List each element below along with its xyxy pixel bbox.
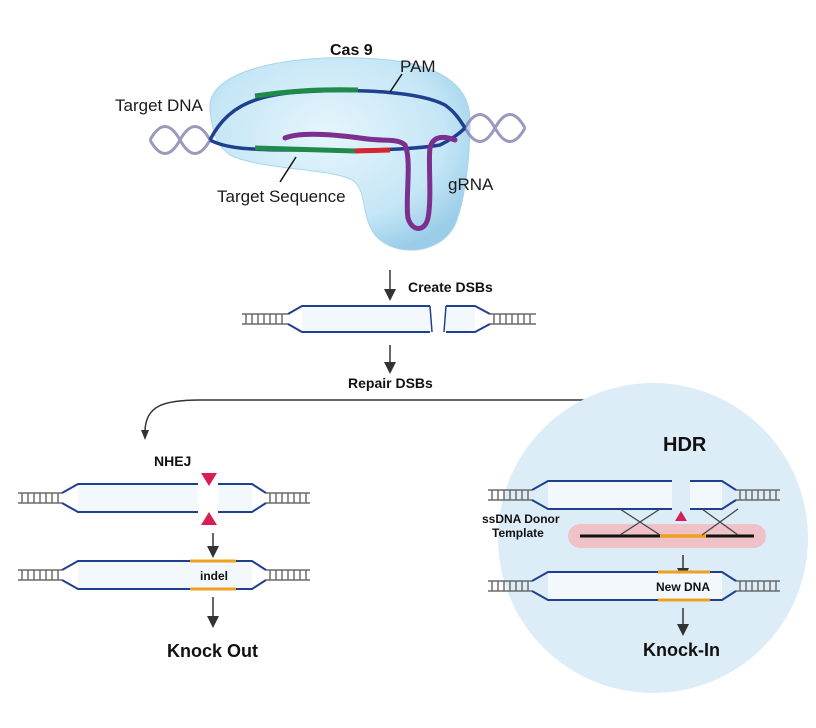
dna-helix-left <box>148 125 212 155</box>
hdr-cut-marker <box>675 511 687 521</box>
target-sequence-segment <box>254 145 356 154</box>
nhej-dna-indel: indel <box>18 559 310 591</box>
target-sequence-leader-line <box>279 156 297 183</box>
dna-helix-right <box>463 113 527 143</box>
nhej-label: NHEJ <box>154 453 191 469</box>
create-dsbs-label: Create DSBs <box>408 279 493 295</box>
grna-label: gRNA <box>448 175 494 194</box>
hdr-pathway: HDR <box>482 434 780 660</box>
pam-label: PAM <box>400 57 436 76</box>
cas9-label: Cas 9 <box>330 42 373 59</box>
grna-strand <box>282 131 458 231</box>
knock-out-label: Knock Out <box>167 641 258 661</box>
hdr-label: HDR <box>663 434 707 456</box>
target-dna-label: Target DNA <box>115 96 204 115</box>
hdr-dna-repaired: New DNA <box>488 570 780 602</box>
repair-dsbs-label: Repair DSBs <box>348 375 433 391</box>
target-sequence-label: Target Sequence <box>217 187 346 206</box>
cut-marker-top <box>201 473 217 486</box>
cut-marker-bottom <box>201 512 217 525</box>
indel-label: indel <box>200 569 228 583</box>
ssdna-donor-label-line1: ssDNA Donor <box>482 512 560 526</box>
pam-segment <box>354 147 391 154</box>
dna-top-strand <box>208 88 467 141</box>
nhej-dna-broken <box>18 473 310 525</box>
pam-leader-line <box>389 73 403 93</box>
dsb-dna-right-ladder <box>490 313 536 325</box>
new-dna-label: New DNA <box>656 580 710 594</box>
nhej-pathway: NHEJ <box>18 453 310 661</box>
crossover-lines <box>619 508 739 536</box>
dsb-dna <box>242 305 536 333</box>
knock-in-label: Knock-In <box>643 640 720 660</box>
dsb-dna-left-ladder <box>242 313 288 325</box>
cas9-complex: Cas 9 PAM Target DNA Target Sequence gRN… <box>115 42 527 251</box>
ssdna-donor-label-line2: Template <box>492 526 544 540</box>
target-top-segment <box>254 87 359 99</box>
hdr-dna-broken <box>488 480 780 521</box>
